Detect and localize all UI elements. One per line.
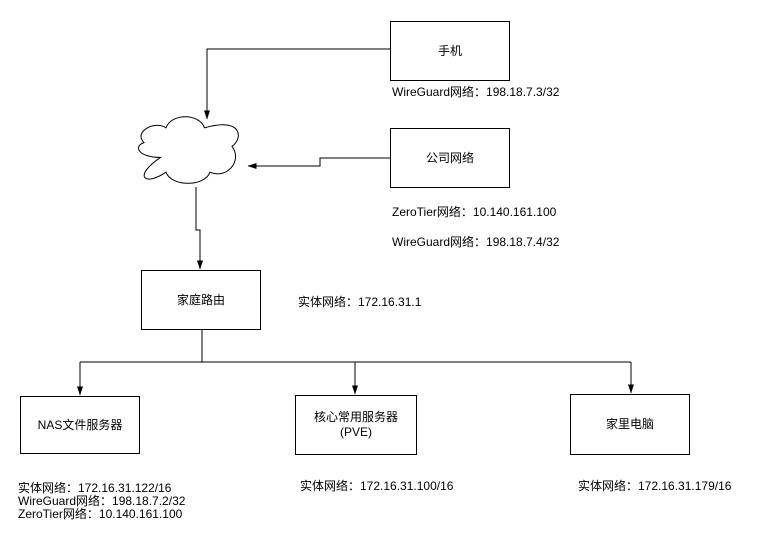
connector-company-to-cloud: [247, 157, 390, 169]
node-home-router-label: 家庭路由: [176, 292, 225, 307]
node-pve-server-label-line1: 核心常用服务器: [313, 410, 398, 424]
annotation-pve-physical: 实体网络：172.16.31.100/16: [300, 479, 454, 493]
annotation-nas-networks: 实体网络：172.16.31.122/16 WireGuard网络：198.18…: [18, 482, 185, 521]
annotation-phone-wireguard: WireGuard网络：198.18.7.3/32: [392, 85, 560, 99]
node-nas-server: NAS文件服务器: [20, 396, 140, 454]
annotation-nas-zerotier: ZeroTier网络：10.140.161.100: [18, 507, 183, 521]
node-company-network-label: 公司网络: [425, 150, 474, 165]
node-pve-server: 核心常用服务器 (PVE): [295, 395, 417, 455]
node-home-router: 家庭路由: [141, 270, 261, 330]
annotation-router-physical: 实体网络：172.16.31.1: [298, 295, 422, 309]
node-nas-server-label: NAS文件服务器: [37, 417, 123, 432]
node-phone-label: 手机: [437, 43, 462, 58]
annotation-nas-physical: 实体网络：172.16.31.122/16: [18, 481, 172, 495]
connector-cloud-to-router: [195, 187, 203, 270]
internet-cloud-shape: [138, 116, 239, 184]
node-phone: 手机: [390, 21, 510, 81]
node-home-pc-label: 家里电脑: [605, 417, 654, 431]
node-company-network: 公司网络: [390, 128, 510, 188]
connector-router-trunk: [80, 330, 631, 363]
annotation-home-pc-physical: 实体网络：172.16.31.179/16: [578, 479, 732, 493]
node-pve-server-label-line2: (PVE): [339, 425, 372, 439]
annotation-company-wireguard: WireGuard网络：198.18.7.4/32: [392, 235, 560, 249]
annotation-nas-wireguard: WireGuard网络：198.18.7.2/32: [18, 494, 186, 508]
annotation-company-zerotier: ZeroTier网络：10.140.161.100: [392, 205, 557, 219]
connector-phone-to-cloud: [204, 48, 390, 120]
node-home-pc: 家里电脑: [570, 394, 690, 455]
